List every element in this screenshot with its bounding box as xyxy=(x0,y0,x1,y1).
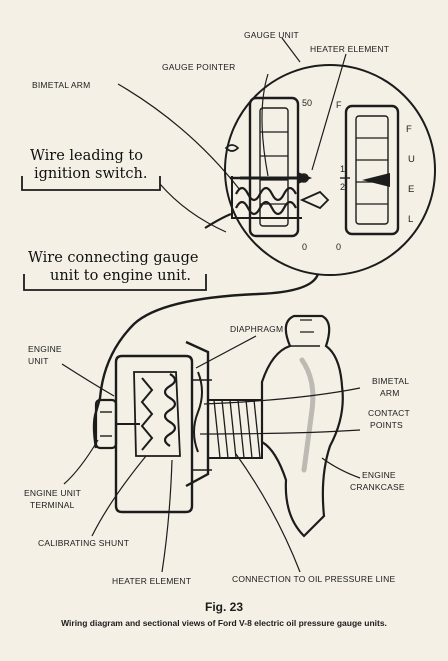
engine-unit-terminal xyxy=(94,398,118,450)
label-engine-unit-terminal-1: ENGINE UNIT xyxy=(24,488,81,498)
label-bimetal-arm-right-1: BIMETAL xyxy=(372,376,409,386)
label-engine-crankcase-2: CRANKCASE xyxy=(350,482,405,492)
label-engine-unit-1: ENGINE xyxy=(28,344,62,354)
fuel-scale-bottom: 0 xyxy=(336,242,341,252)
label-wire-connecting-2: unit to engine unit. xyxy=(50,268,191,284)
fuel-letter-f: F xyxy=(406,124,412,135)
fuel-letter-u: U xyxy=(408,154,415,165)
wiring-diagram: GAUGE UNIT GAUGE POINTER HEATER ELEMENT … xyxy=(21,30,436,586)
label-bimetal-arm-left: BIMETAL ARM xyxy=(32,80,90,90)
fuel-half-num: 1 xyxy=(340,164,345,174)
connecting-wire xyxy=(92,273,320,449)
label-calibrating-shunt: CALIBRATING SHUNT xyxy=(38,538,129,548)
oil-gauge-window xyxy=(248,96,300,238)
label-wire-connecting-1: Wire connecting gauge xyxy=(28,250,198,266)
engine-unit-housing xyxy=(114,354,194,514)
label-gauge-unit: GAUGE UNIT xyxy=(244,30,299,40)
label-contact-points-2: POINTS xyxy=(370,420,403,430)
fuel-half-den: 2 xyxy=(340,182,345,192)
label-diaphragm: DIAPHRAGM xyxy=(230,324,283,334)
calibrating-shunt xyxy=(140,377,154,451)
figure-number: Fig. 23 xyxy=(204,600,243,614)
fuel-scale-top: F xyxy=(336,100,342,110)
fuel-gauge-window xyxy=(344,104,400,236)
heater-element-coil xyxy=(163,373,177,447)
label-wire-ignition-1: Wire leading to xyxy=(30,148,143,164)
label-engine-crankcase-1: ENGINE xyxy=(362,470,396,480)
label-heater-element-top: HEATER ELEMENT xyxy=(310,44,389,54)
label-bimetal-arm-right-2: ARM xyxy=(380,388,400,398)
fuel-letter-e: E xyxy=(408,184,414,195)
figure-caption: Wiring diagram and sectional views of Fo… xyxy=(61,618,387,628)
label-heater-element-bottom: HEATER ELEMENT xyxy=(112,576,191,586)
engine-crankcase xyxy=(260,314,344,538)
diaphragm xyxy=(193,371,203,453)
label-engine-unit-terminal-2: TERMINAL xyxy=(30,500,75,510)
label-wire-ignition-2: ignition switch. xyxy=(34,166,147,182)
label-contact-points-1: CONTACT xyxy=(368,408,410,418)
gauge-unit-dial xyxy=(224,64,436,276)
oil-scale-bottom: 0 xyxy=(302,242,307,252)
fuel-letter-l: L xyxy=(408,214,413,225)
oil-scale-top: 50 xyxy=(302,98,312,108)
label-gauge-pointer: GAUGE POINTER xyxy=(162,62,235,72)
label-connection-oil: CONNECTION TO OIL PRESSURE LINE xyxy=(232,574,395,584)
label-engine-unit-2: UNIT xyxy=(28,356,49,366)
